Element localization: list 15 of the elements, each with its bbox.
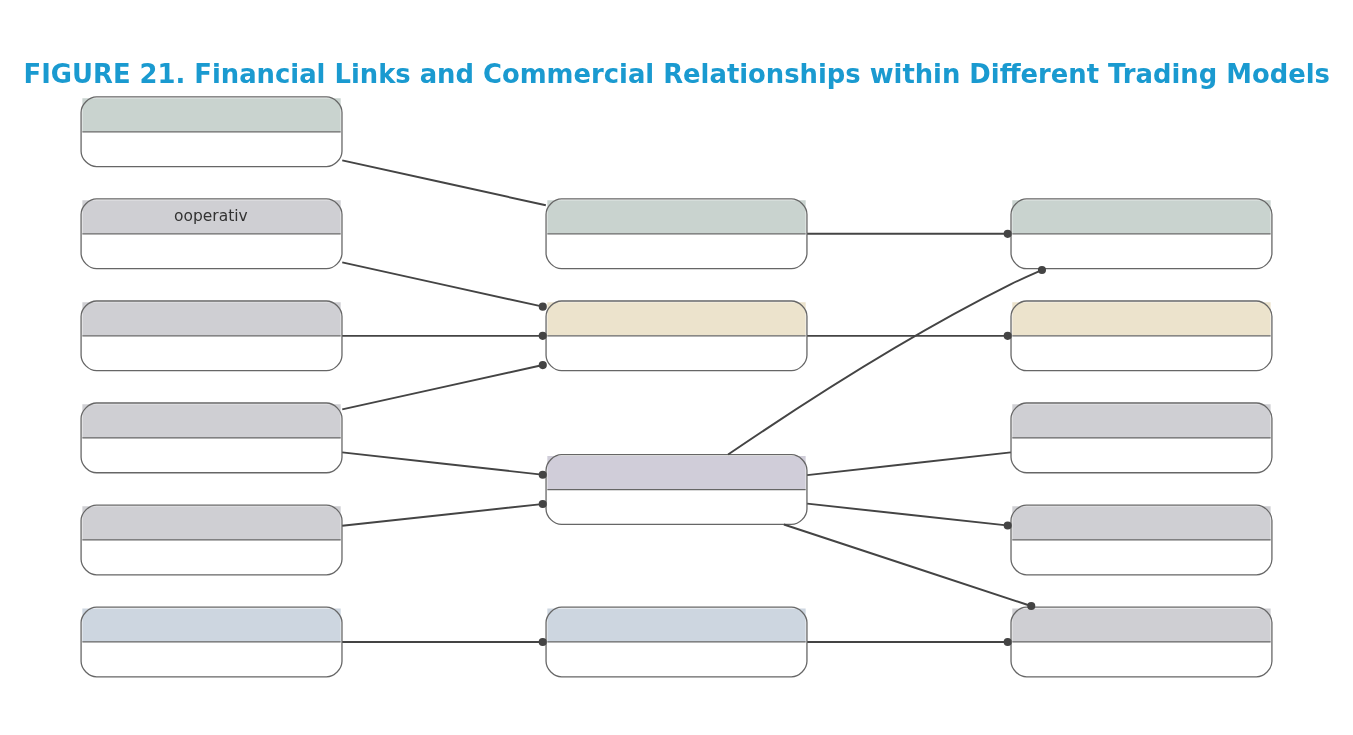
connector	[341, 361, 547, 411]
connector	[806, 229, 1012, 238]
connector	[341, 499, 547, 527]
connector	[806, 451, 1012, 477]
connector	[806, 637, 1012, 647]
connector	[341, 637, 547, 647]
connector	[341, 159, 547, 207]
connector	[727, 265, 1046, 456]
connector	[341, 451, 547, 479]
connector	[341, 331, 547, 340]
connector	[341, 261, 547, 311]
connector	[806, 502, 1012, 530]
connector	[806, 331, 1012, 340]
diagram-title: FIGURE 21. Financial Links and Commercial Relationships within Different Trading Models	[23, 58, 1330, 89]
connector	[782, 523, 1036, 611]
